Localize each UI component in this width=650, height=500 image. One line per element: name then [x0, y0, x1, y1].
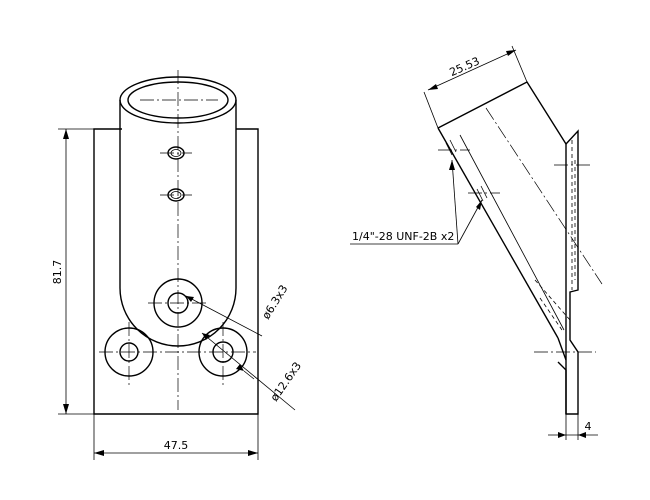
front-view: 81.7 47.5 ø6.3x3 ø12.6x3: [51, 70, 304, 460]
dim-thickness-label: 4: [585, 420, 592, 433]
dim-hole-small-label: ø6.3x3: [260, 283, 291, 322]
dim-hole-large-label: ø12.6x3: [268, 360, 304, 404]
side-view: 25.53 1/4"-28 UNF-2B x2 4: [350, 45, 603, 440]
tube-outer-outline: [437, 81, 567, 145]
tube-rear-edge: [459, 134, 565, 331]
tube-front-edge: [437, 127, 559, 339]
thread-callout-label: 1/4"-28 UNF-2B x2: [352, 230, 454, 243]
base-plate-outline: [93, 128, 259, 415]
dim-width-label: 47.5: [164, 439, 189, 452]
dim-height-label: 81.7: [51, 260, 64, 285]
dim-tube-diameter-label: 25.53: [448, 54, 482, 79]
